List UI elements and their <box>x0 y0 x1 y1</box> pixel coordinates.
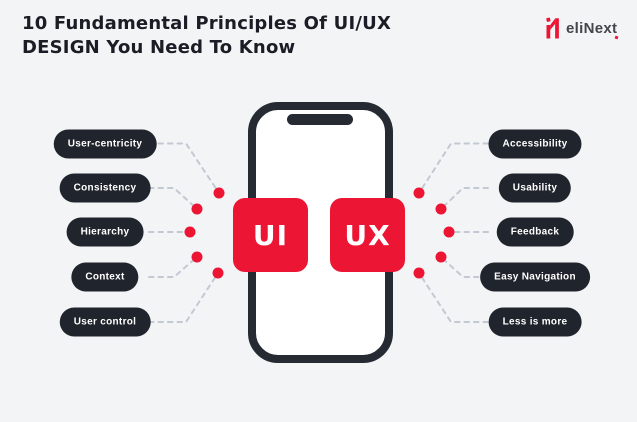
connector-usability <box>440 187 489 210</box>
pill-less-is-more: Less is more <box>488 307 582 337</box>
pill-user-control: User control <box>59 307 151 337</box>
pill-hierarchy: Hierarchy <box>66 217 144 247</box>
elinext-n-icon <box>546 17 559 39</box>
dot-easy-navigation <box>435 251 447 263</box>
dot-hierarchy <box>184 226 196 238</box>
pill-context: Context <box>71 262 139 292</box>
dot-user-centricity <box>213 187 225 199</box>
ui-badge: UI <box>233 198 308 272</box>
dot-context <box>191 251 203 263</box>
logo-red-accent <box>614 35 619 40</box>
pill-consistency: Consistency <box>59 173 151 203</box>
page-title-line2: DESIGN You Need To Know <box>22 37 296 58</box>
dot-accessibility <box>413 187 425 199</box>
pill-feedback: Feedback <box>496 217 574 247</box>
pill-usability: Usability <box>498 173 572 203</box>
page-title-line1: 10 Fundamental Principles Of UI/UX <box>22 13 392 34</box>
connector-accessibility <box>418 142 489 194</box>
phone-notch-icon <box>287 114 353 125</box>
ux-badge: UX <box>330 198 405 272</box>
dot-consistency <box>191 203 203 215</box>
pill-accessibility: Accessibility <box>488 129 582 159</box>
dot-usability <box>435 203 447 215</box>
connector-consistency <box>148 187 198 210</box>
elinext-logo-text: eliNext <box>566 19 618 37</box>
connector-user-control <box>148 272 219 323</box>
connector-less-is-more <box>418 272 489 323</box>
dot-feedback <box>443 226 455 238</box>
pill-user-centricity: User-centricity <box>53 129 157 159</box>
elinext-logo: eliNext <box>545 16 619 40</box>
connector-user-centricity <box>148 142 220 194</box>
page-title: 10 Fundamental Principles Of UI/UX DESIG… <box>22 12 391 60</box>
dot-user-control <box>212 267 224 279</box>
dot-less-is-more <box>413 267 425 279</box>
pill-easy-navigation: Easy Navigation <box>480 262 590 292</box>
connector-context <box>148 256 198 278</box>
